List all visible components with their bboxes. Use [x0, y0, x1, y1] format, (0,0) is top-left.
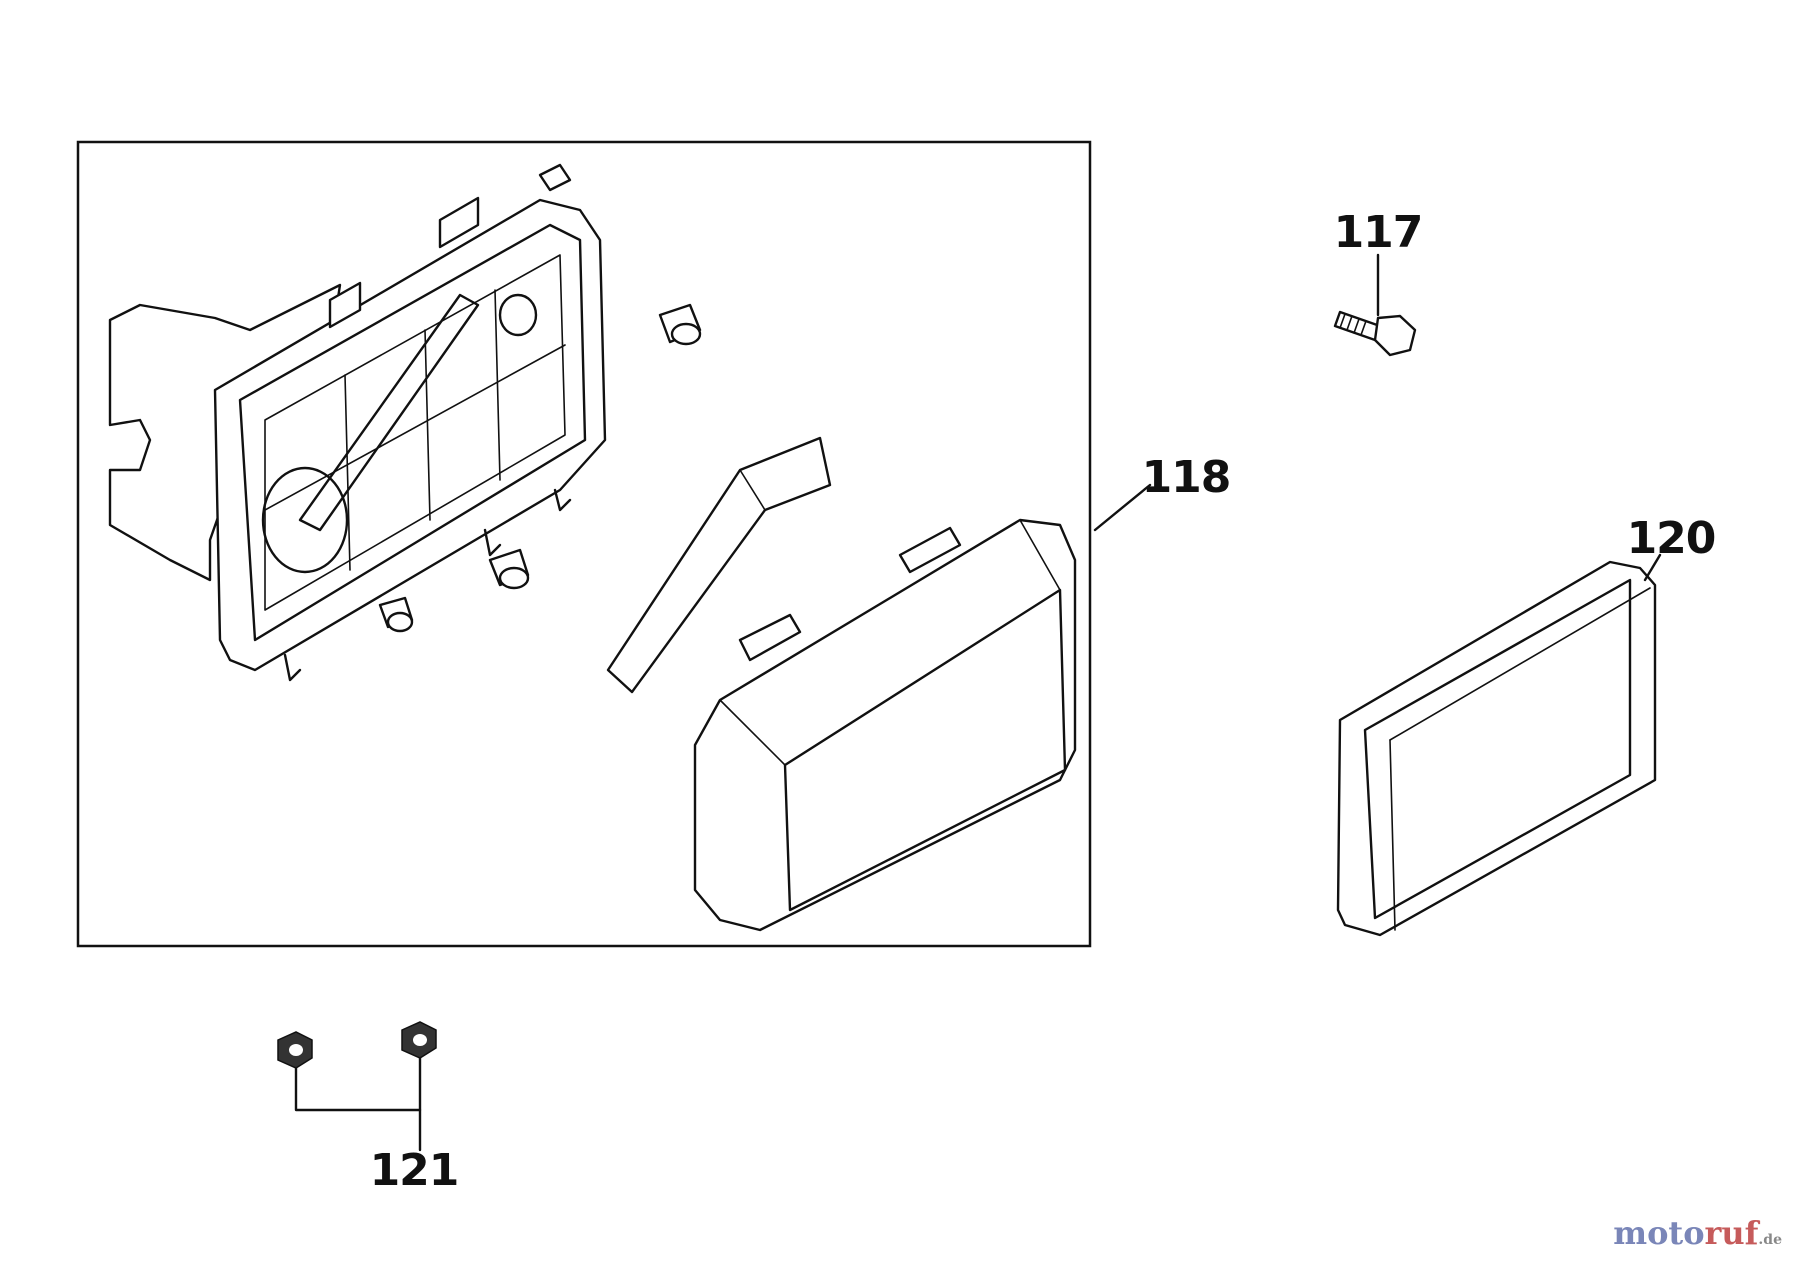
- label-121: 121: [370, 1145, 459, 1196]
- air-cleaner-cover[interactable]: [693, 518, 1077, 932]
- air-cleaner-base[interactable]: [108, 163, 607, 682]
- label-120: 120: [1627, 513, 1716, 564]
- leader-120: [1643, 553, 1662, 582]
- gasket-strip[interactable]: [606, 436, 832, 694]
- label-118: 118: [1142, 452, 1231, 503]
- label-117: 117: [1334, 207, 1423, 258]
- screw[interactable]: [1333, 310, 1417, 357]
- filter-element[interactable]: [1336, 560, 1657, 937]
- leader-118: [1093, 483, 1152, 532]
- watermark-part-1: moto: [1613, 1214, 1705, 1252]
- bushing-low[interactable]: [378, 596, 414, 633]
- site-watermark: motoruf.de: [1613, 1214, 1782, 1252]
- bushing-mid[interactable]: [488, 548, 530, 590]
- leader-121: [294, 1056, 422, 1112]
- assembly-118-frame: [76, 140, 1092, 948]
- nut-left[interactable]: [277, 1031, 313, 1069]
- nut-right[interactable]: [401, 1021, 437, 1059]
- watermark-part-3: .de: [1758, 1232, 1782, 1248]
- watermark-part-2: ruf: [1704, 1214, 1759, 1252]
- bushing-top[interactable]: [658, 303, 702, 346]
